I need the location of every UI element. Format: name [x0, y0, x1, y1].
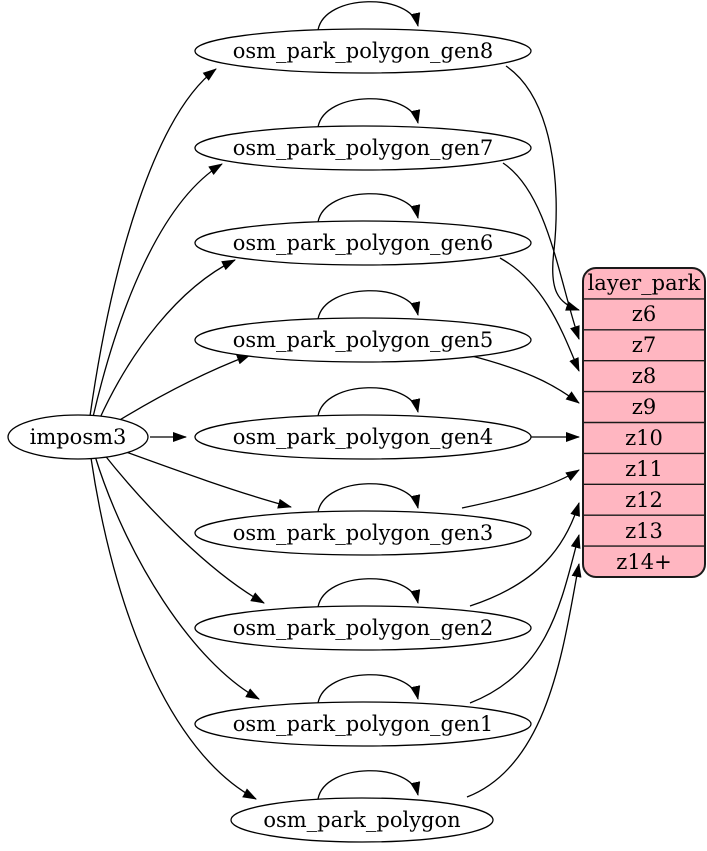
gen3-ellipse [194, 510, 532, 556]
node-osm-park-polygon-gen8: osm_park_polygon_gen8 [194, 28, 532, 74]
layer-park-title: layer_park [588, 271, 701, 295]
edge-gen7-z7 [502, 162, 580, 340]
gen5-label: osm_park_polygon_gen5 [233, 328, 494, 352]
polygon-ellipse [230, 797, 494, 843]
gen1-ellipse [194, 701, 532, 747]
self-loop-gen6 [317, 193, 421, 223]
layer-row-z14: z14+ [616, 550, 671, 574]
gen6-ellipse [194, 220, 532, 266]
gen4-label: osm_park_polygon_gen4 [233, 425, 494, 449]
gen7-label: osm_park_polygon_gen7 [233, 136, 494, 160]
edge-gen3-z11 [461, 469, 580, 509]
self-loop-gen7 [317, 98, 421, 128]
edges-self-loops [317, 1, 421, 800]
node-osm-park-polygon-gen2: osm_park_polygon_gen2 [194, 605, 532, 651]
edge-imposm3-gen8 [89, 68, 217, 417]
gen4-ellipse [194, 414, 532, 460]
node-osm-park-polygon-gen1: osm_park_polygon_gen1 [194, 701, 532, 747]
edge-gen6-z8 [499, 257, 580, 372]
layer-row-z13: z13 [625, 519, 663, 543]
layer-row-z10: z10 [625, 426, 663, 450]
self-loop-gen3 [317, 483, 421, 513]
edge-gen1-z13 [469, 534, 581, 704]
node-layer-park: layer_park z6 z7 z8 z9 z10 z11 z12 z13 z… [582, 267, 706, 578]
self-loop-gen4 [317, 387, 421, 417]
edges-tables-to-layer [461, 65, 582, 798]
layer-row-z9: z9 [632, 395, 656, 419]
gen6-label: osm_park_polygon_gen6 [233, 231, 494, 255]
node-osm-park-polygon-gen4: osm_park_polygon_gen4 [194, 414, 532, 460]
layer-row-z11: z11 [625, 457, 663, 481]
layer-row-z12: z12 [625, 488, 663, 512]
gen5-ellipse [194, 317, 532, 363]
edge-imposm3-polygon [90, 457, 257, 800]
self-loop-gen8 [317, 1, 421, 31]
gen8-label: osm_park_polygon_gen8 [233, 39, 494, 63]
node-imposm3: imposm3 [7, 414, 149, 460]
edge-imposm3-gen2 [102, 452, 265, 604]
gen2-label: osm_park_polygon_gen2 [233, 616, 494, 640]
imposm3-ellipse [7, 414, 149, 460]
layer-row-z6: z6 [632, 302, 656, 326]
gen1-label: osm_park_polygon_gen1 [233, 712, 494, 736]
edge-imposm3-gen3 [114, 447, 292, 509]
edge-gen2-z12 [469, 502, 580, 607]
edge-gen5-z9 [467, 354, 580, 404]
edge-imposm3-gen1 [94, 455, 260, 700]
node-osm-park-polygon-gen3: osm_park_polygon_gen3 [194, 510, 532, 556]
node-osm-park-polygon-gen7: osm_park_polygon_gen7 [194, 125, 532, 171]
edge-gen8-z6 [505, 65, 580, 311]
edge-imposm3-gen6 [98, 259, 236, 421]
edges-source-to-tables [89, 68, 292, 800]
edge-imposm3-gen5 [109, 354, 251, 427]
self-loop-gen5 [317, 290, 421, 320]
self-loop-gen2 [317, 578, 421, 608]
node-osm-park-polygon: osm_park_polygon [230, 797, 494, 843]
edge-polygon-z14 [466, 563, 582, 798]
node-osm-park-polygon-gen6: osm_park_polygon_gen6 [194, 220, 532, 266]
gen3-label: osm_park_polygon_gen3 [233, 521, 494, 545]
layer-row-z7: z7 [632, 333, 656, 357]
node-osm-park-polygon-gen5: osm_park_polygon_gen5 [194, 317, 532, 363]
gen8-ellipse [194, 28, 532, 74]
gen7-ellipse [194, 125, 532, 171]
self-loop-polygon [317, 770, 421, 800]
polygon-label: osm_park_polygon [263, 808, 460, 832]
self-loop-gen1 [317, 674, 421, 704]
gen2-ellipse [194, 605, 532, 651]
edge-imposm3-gen7 [92, 163, 223, 418]
layer-row-z8: z8 [632, 364, 656, 388]
imposm3-label: imposm3 [30, 425, 127, 449]
